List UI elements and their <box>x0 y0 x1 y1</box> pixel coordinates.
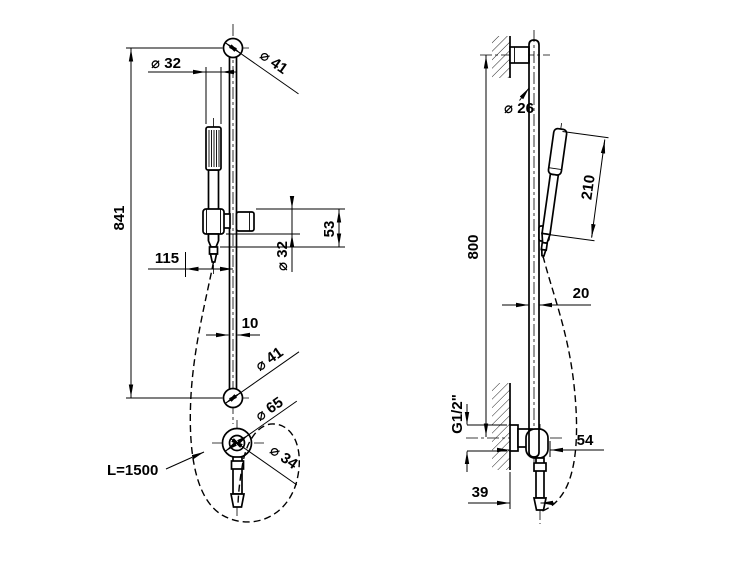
thread-size-label: G1/2" <box>449 394 466 434</box>
side-view: ⌀ 26 210 800 20 G1/2" 54 39 <box>449 30 609 524</box>
dim-handshower-length-label: 210 <box>578 174 598 201</box>
hose-front <box>189 261 300 523</box>
slide-bar-side <box>509 39 540 458</box>
front-dimensions <box>126 42 345 486</box>
side-dimensions <box>464 55 609 509</box>
dim-slider-diameter-label: ⌀ 32 <box>274 241 291 271</box>
supply-elbow-side <box>509 424 549 511</box>
dim-outlet-inner-diameter-label: ⌀ 34 <box>266 442 301 473</box>
water-outlet-front <box>221 427 253 508</box>
hose-side <box>539 255 578 513</box>
handshower-side <box>540 123 568 258</box>
dim-top-bracket-diameter-label: ⌀ 41 <box>256 47 290 78</box>
dim-bar-diameter-label: ⌀ 26 <box>504 100 534 117</box>
dim-mount-spacing-label: 800 <box>465 234 482 259</box>
wall-section-top <box>492 36 511 78</box>
dim-offset-label: 115 <box>155 250 179 267</box>
dim-outlet-projection-label: 54 <box>577 432 594 449</box>
wall-section-bottom <box>492 383 511 470</box>
dim-bottom-bracket-diameter-label: ⌀ 41 <box>252 344 286 375</box>
dim-bar-height-label: 841 <box>111 205 128 230</box>
dim-slider-height-label: 53 <box>321 221 338 238</box>
dim-outlet-offset-label: 39 <box>472 484 489 501</box>
top-mount-side <box>509 46 530 64</box>
slider-knob <box>235 211 255 232</box>
front-view: ⌀ 32 ⌀ 41 841 115 ⌀ 32 53 10 ⌀ 41 ⌀ 65 ⌀… <box>107 24 345 523</box>
handshower-front <box>202 126 255 263</box>
dim-bar-depth-label: 20 <box>573 285 590 302</box>
hose-length-label: L=1500 <box>107 462 158 479</box>
dim-bar-width-label: 10 <box>242 315 259 332</box>
dim-handshower-diameter-label: ⌀ 32 <box>151 55 181 72</box>
